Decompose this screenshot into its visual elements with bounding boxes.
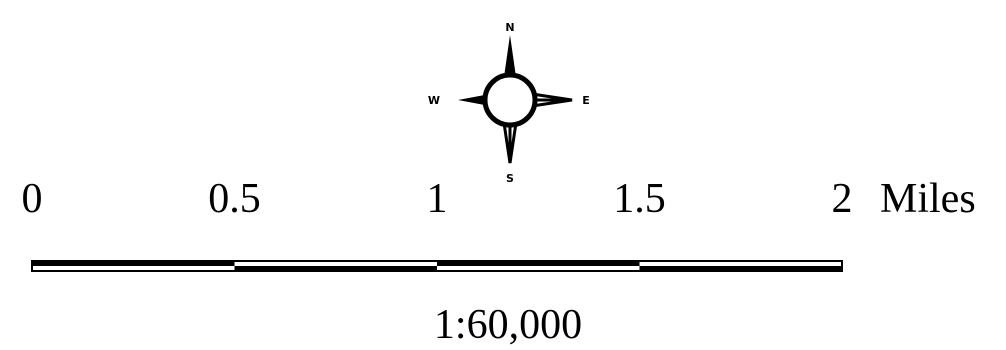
scale-units-label: Miles (880, 176, 976, 222)
scale-tick-label: 1.5 (613, 176, 666, 222)
west-arrow-icon (458, 94, 490, 106)
scale-tick-label: 1 (426, 176, 448, 222)
scale-tick-label: 0 (21, 176, 43, 222)
scale-bar (31, 260, 843, 272)
compass-north-label: N (505, 21, 514, 34)
north-arrow-icon (504, 35, 516, 77)
scale-tick-label: 2 (831, 176, 853, 222)
scale-segment-bottom (639, 266, 842, 271)
compass-west-label: W (428, 94, 440, 107)
compass-east-label: E (582, 94, 590, 107)
scale-segment-bottom (437, 266, 640, 271)
scale-tick-label: 0.5 (208, 176, 261, 222)
scale-segment-top (32, 261, 235, 266)
compass-rose: N S W E (428, 21, 590, 185)
scale-ratio: 1:60,000 (433, 302, 583, 348)
scale-bar-outline (31, 260, 843, 272)
scale-segment-bottom (32, 266, 235, 271)
compass-south-label: S (506, 172, 514, 185)
south-arrow-icon (502, 119, 518, 164)
scale-segment-top (437, 261, 640, 266)
scale-segment-bottom (234, 266, 437, 271)
scale-segment-top (234, 261, 437, 266)
scale-segment-top (639, 261, 842, 266)
east-arrow-icon (528, 92, 573, 108)
compass-ring (482, 72, 538, 128)
cropped-title-fragment (0, 0, 1006, 4)
